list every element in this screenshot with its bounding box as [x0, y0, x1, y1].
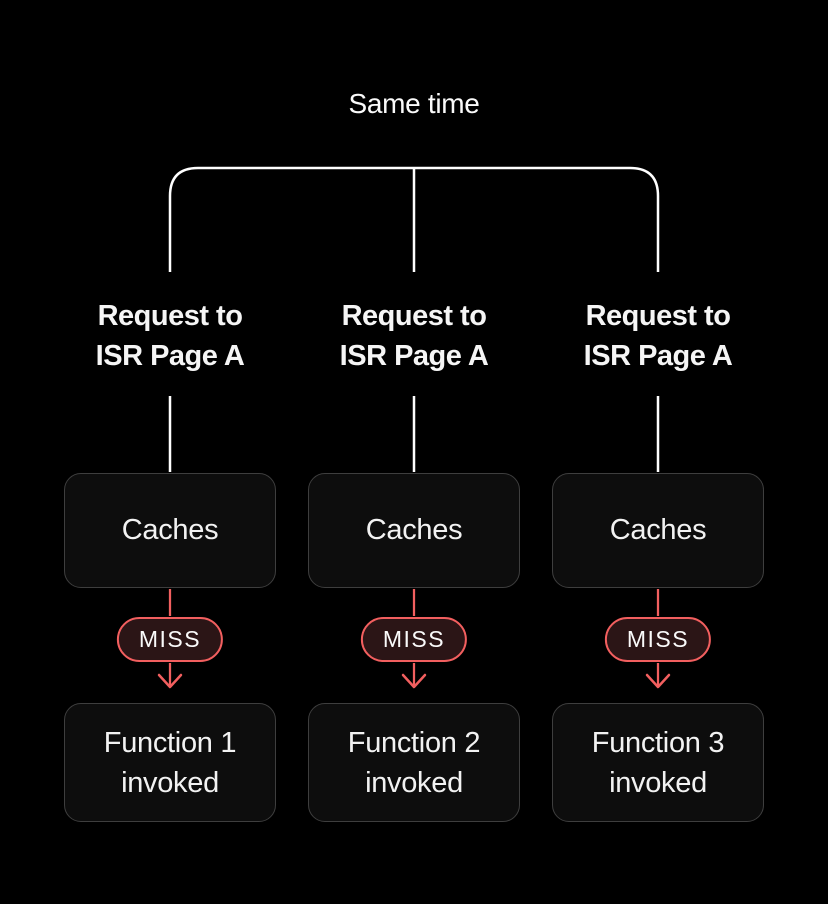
function-box-line2: invoked — [121, 766, 219, 799]
function-box-line1: Function 2 — [347, 726, 481, 759]
function-box-line2: invoked — [365, 766, 463, 799]
column-2: Request to ISR Page A Caches MISS Functi… — [308, 0, 520, 904]
function-box-line1: Function 3 — [591, 726, 725, 759]
request-label: Request to ISR Page A — [308, 296, 520, 376]
function-box-line2: invoked — [609, 766, 707, 799]
function-box: Function 3 invoked — [552, 703, 764, 822]
request-label-line1: Request to — [341, 300, 487, 332]
miss-badge: MISS — [604, 617, 712, 662]
request-label: Request to ISR Page A — [552, 296, 764, 376]
cache-box: Caches — [308, 473, 520, 588]
column-3: Request to ISR Page A Caches MISS Functi… — [552, 0, 764, 904]
function-arrowhead-3 — [645, 673, 671, 689]
request-label-line2: ISR Page A — [95, 340, 245, 372]
function-box-line1: Function 1 — [103, 726, 237, 759]
function-box: Function 2 invoked — [308, 703, 520, 822]
request-label: Request to ISR Page A — [64, 296, 276, 376]
column-1: Request to ISR Page A Caches MISS Functi… — [64, 0, 276, 904]
function-arrowhead-1 — [157, 673, 183, 689]
request-label-line1: Request to — [585, 300, 731, 332]
miss-badge-label: MISS — [382, 626, 446, 652]
request-label-line2: ISR Page A — [583, 340, 733, 372]
miss-badge-label: MISS — [626, 626, 690, 652]
cache-box-label: Caches — [609, 514, 707, 546]
diagram-title: Same time — [348, 88, 480, 119]
miss-badge: MISS — [116, 617, 224, 662]
request-label-line1: Request to — [97, 300, 243, 332]
cache-box-label: Caches — [121, 514, 219, 546]
miss-badge: MISS — [360, 617, 468, 662]
function-arrowhead-2 — [401, 673, 427, 689]
cache-box-label: Caches — [365, 514, 463, 546]
miss-badge-label: MISS — [138, 626, 202, 652]
function-box: Function 1 invoked — [64, 703, 276, 822]
cache-box: Caches — [64, 473, 276, 588]
cache-box: Caches — [552, 473, 764, 588]
request-label-line2: ISR Page A — [339, 340, 489, 372]
